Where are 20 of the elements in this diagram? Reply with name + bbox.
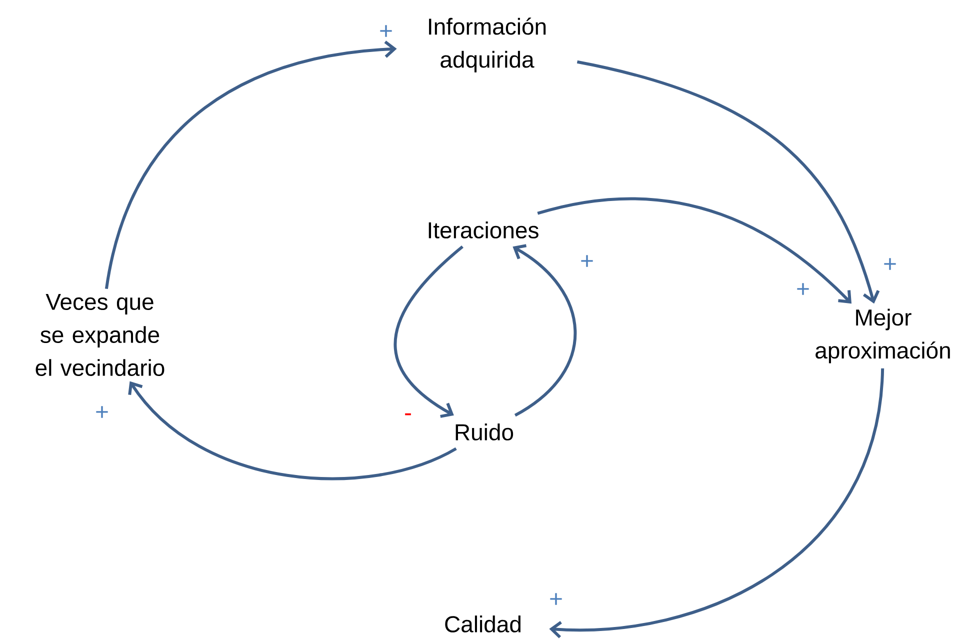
polarity-sign: + bbox=[884, 258, 896, 270]
variable-label: Calidad bbox=[445, 616, 520, 632]
polarity-sign: + bbox=[550, 593, 562, 605]
arrow bbox=[394, 246, 464, 418]
variable-label: Mejor aproximación bbox=[816, 308, 950, 364]
arrow bbox=[128, 381, 457, 480]
polarity-sign: + bbox=[96, 406, 108, 418]
arrow bbox=[549, 368, 884, 638]
variable-label: Veces que se expande el vecindario bbox=[36, 294, 164, 376]
arrow bbox=[576, 60, 880, 304]
arrow bbox=[512, 244, 577, 417]
polarity-sign: - bbox=[405, 413, 411, 416]
arrow bbox=[537, 197, 852, 304]
polarity-sign: + bbox=[797, 283, 809, 295]
polarity-sign: + bbox=[380, 25, 392, 37]
polarity-sign: + bbox=[581, 255, 593, 267]
variable-label: Información adquirida bbox=[429, 18, 546, 72]
arrow bbox=[104, 40, 397, 290]
variable-label: Ruido bbox=[456, 424, 514, 440]
variable-label: Iteraciones bbox=[428, 222, 538, 238]
